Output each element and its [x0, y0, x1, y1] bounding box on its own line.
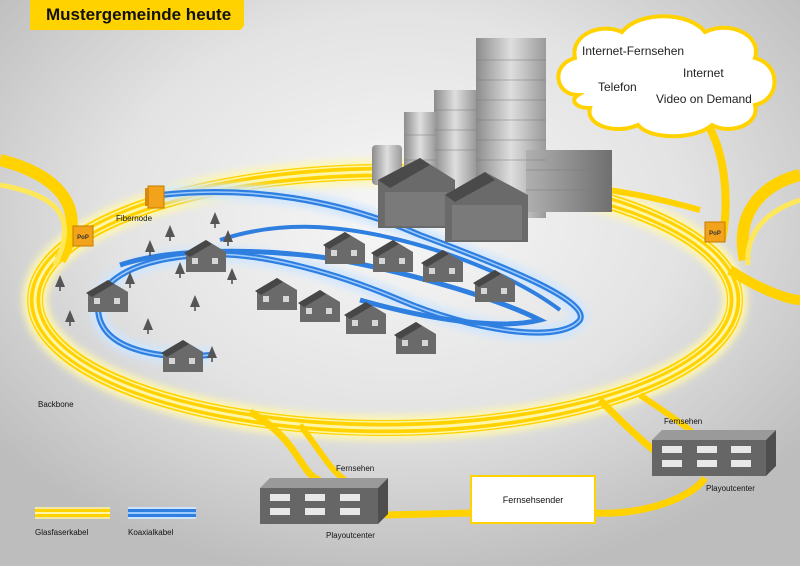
backbone-label: Backbone — [38, 400, 74, 409]
playoutcenter-label-left: Playoutcenter — [326, 531, 375, 540]
pop-node-icon: PoP — [704, 221, 726, 243]
legend-coax-label: Koaxialkabel — [128, 528, 174, 537]
playout-building-icon — [652, 430, 776, 476]
tree-icon — [125, 272, 135, 288]
house-icon — [344, 302, 386, 334]
legend-fiber-line — [35, 507, 110, 519]
house-icon — [298, 290, 340, 322]
pop-label-left: PoP — [77, 235, 89, 241]
house-icon — [394, 322, 436, 354]
tree-icon — [210, 212, 220, 228]
fernsehsender-box — [470, 475, 596, 524]
pop-node-icon: PoP — [72, 225, 94, 247]
tree-icon — [227, 268, 237, 284]
houses-group — [86, 232, 515, 372]
service-telefon: Telefon — [598, 80, 637, 94]
tree-icon — [145, 240, 155, 256]
service-internet: Internet — [683, 66, 724, 80]
house-icon — [184, 240, 226, 272]
house-icon — [421, 250, 463, 282]
tree-icon — [143, 318, 153, 334]
title-tab: Mustergemeinde heute — [30, 0, 244, 30]
tree-icon — [165, 225, 175, 241]
tree-icon — [223, 230, 233, 246]
house-icon — [473, 270, 515, 302]
trees-group — [55, 212, 237, 362]
house-icon — [161, 340, 203, 372]
tree-icon — [190, 295, 200, 311]
legend-coax-line — [128, 507, 196, 519]
tree-icon — [65, 310, 75, 326]
house-icon — [86, 280, 128, 312]
service-vod: Video on Demand — [656, 92, 752, 106]
legend-fiber-label: Glasfaserkabel — [35, 528, 89, 537]
playoutcenter-label-right: Playoutcenter — [706, 484, 755, 493]
fernsehsender-label: Fernsehsender — [502, 494, 564, 505]
fernsehen-label-left: Fernsehen — [336, 464, 375, 473]
house-icon — [255, 278, 297, 310]
fibernode-icon — [145, 185, 165, 209]
page-title: Mustergemeinde heute — [46, 5, 232, 24]
cloud-icon — [556, 14, 777, 139]
fibernode-label: Fibernode — [116, 214, 153, 223]
playout-building-icon — [260, 478, 388, 524]
house-icon — [445, 172, 528, 242]
house-icon — [323, 232, 365, 264]
pop-label-right: PoP — [709, 231, 721, 237]
fernsehen-label-right: Fernsehen — [664, 417, 703, 426]
service-internet-tv: Internet-Fernsehen — [582, 44, 685, 58]
tree-icon — [55, 275, 65, 291]
tree-icon — [175, 262, 185, 278]
house-icon — [371, 240, 413, 272]
house-icon — [378, 158, 455, 228]
tree-icon — [207, 346, 217, 362]
